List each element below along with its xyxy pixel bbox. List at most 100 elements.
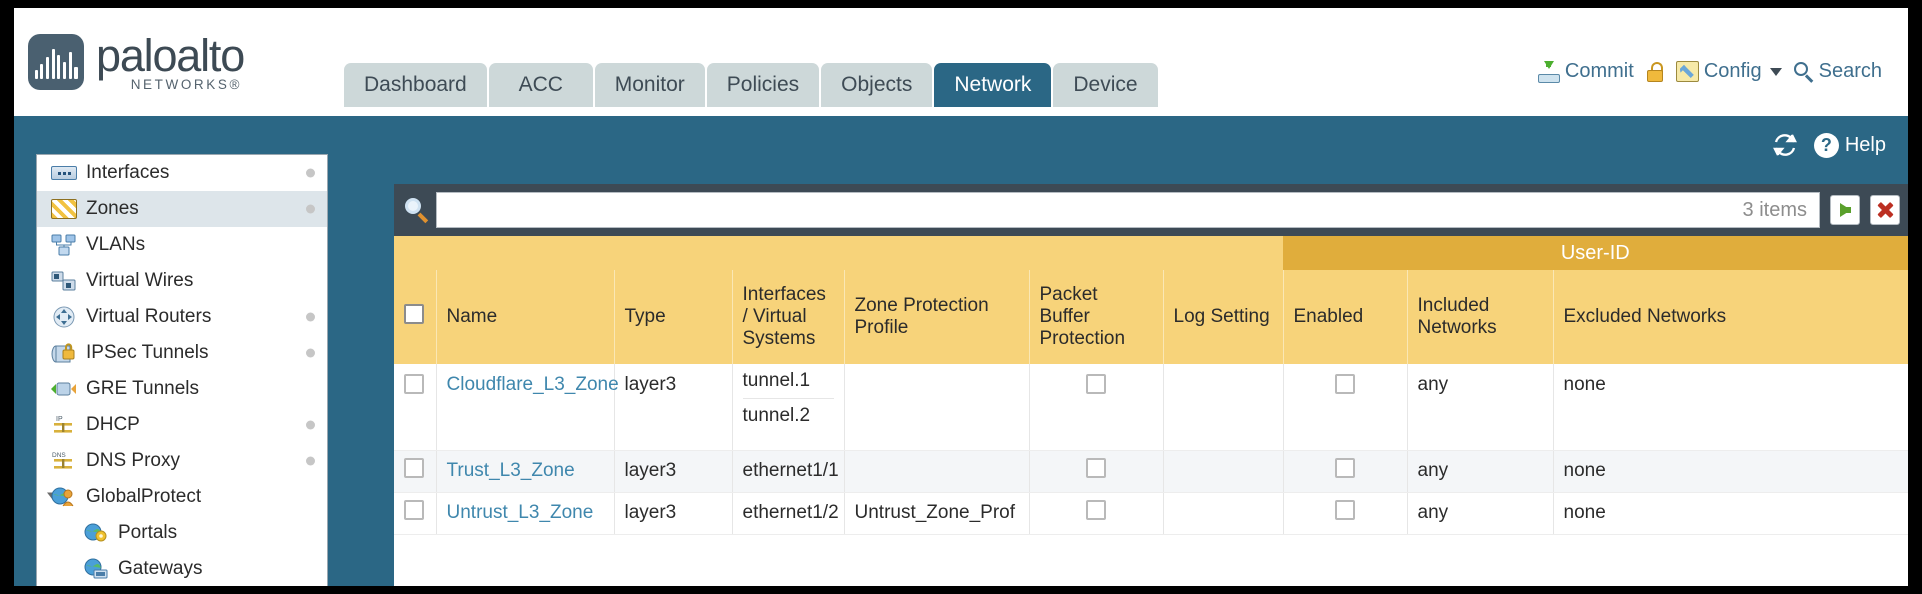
virtual-routers-icon: [51, 306, 77, 328]
cell-type: layer3: [614, 492, 733, 535]
tab-monitor[interactable]: Monitor: [594, 63, 705, 107]
column-header-included-networks[interactable]: Included Networks: [1407, 270, 1554, 364]
zone-name-link[interactable]: Cloudflare_L3_Zone: [446, 374, 619, 395]
sidebar-item-dns-proxy[interactable]: DNS DNS Proxy: [37, 443, 327, 479]
paloalto-logo-mark: [28, 34, 84, 90]
packet-buffer-protection-checkbox[interactable]: [1086, 458, 1106, 478]
search-input[interactable]: 3 items: [436, 192, 1820, 228]
svg-text:IP: IP: [56, 416, 63, 423]
brand-header-bar: paloalto NETWORKS® Dashboard ACC Monitor…: [14, 8, 1908, 116]
row-select-cell: [394, 450, 437, 493]
cell-included-networks: any: [1407, 450, 1554, 493]
tab-device[interactable]: Device: [1053, 63, 1158, 107]
packet-buffer-protection-checkbox[interactable]: [1086, 374, 1106, 394]
sidebar-item-virtual-wires[interactable]: Virtual Wires: [37, 263, 327, 299]
column-header-zone-protection-profile[interactable]: Zone Protection Profile: [844, 270, 1030, 364]
column-header-userid-enabled[interactable]: Enabled: [1283, 270, 1408, 364]
sidebar-status-dot: [306, 168, 315, 178]
select-all-checkbox[interactable]: [404, 304, 424, 324]
row-checkbox[interactable]: [404, 458, 424, 478]
table-row[interactable]: Cloudflare_L3_Zone layer3 tunnel.1 tunne…: [394, 364, 1908, 451]
cell-excluded-networks: none: [1553, 492, 1908, 535]
column-header-interfaces-virtual-systems[interactable]: Interfaces / Virtual Systems: [732, 270, 845, 364]
clear-filter-button[interactable]: [1870, 195, 1900, 225]
tab-network[interactable]: Network: [934, 63, 1052, 107]
row-checkbox[interactable]: [404, 500, 424, 520]
commit-button[interactable]: Commit: [1537, 60, 1634, 83]
item-count-label: 3 items: [1742, 198, 1807, 221]
help-icon: ?: [1813, 132, 1839, 158]
sidebar-item-virtual-routers[interactable]: Virtual Routers: [37, 299, 327, 335]
table-row[interactable]: Untrust_L3_Zone layer3 ethernet1/2 Untru…: [394, 492, 1908, 535]
cell-name: Trust_L3_Zone: [436, 450, 615, 493]
config-icon: [1675, 61, 1699, 82]
svg-text:DNS: DNS: [52, 452, 66, 459]
sidebar-item-label: Interfaces: [86, 162, 170, 183]
zones-icon: [51, 198, 77, 220]
tab-policies[interactable]: Policies: [706, 63, 820, 107]
search-icon[interactable]: [404, 197, 430, 224]
zone-name-link[interactable]: Trust_L3_Zone: [446, 460, 575, 481]
column-header-excluded-networks[interactable]: Excluded Networks: [1553, 270, 1908, 364]
zone-name-link[interactable]: Untrust_L3_Zone: [446, 502, 594, 523]
sidebar-item-label: VLANs: [86, 234, 146, 255]
top-right-actions: Commit Config Search: [1537, 60, 1882, 83]
cell-zone-protection-profile: [844, 450, 1030, 493]
cell-name: Cloudflare_L3_Zone: [436, 364, 619, 451]
column-header-type[interactable]: Type: [614, 270, 733, 364]
globalprotect-icon: [51, 486, 77, 508]
refresh-icon[interactable]: [1772, 132, 1798, 158]
paloalto-logo: paloalto NETWORKS®: [28, 20, 298, 104]
sidebar-status-dot: [306, 312, 315, 322]
cell-interfaces: ethernet1/2: [732, 492, 845, 535]
group-header-spacer: [394, 236, 1283, 270]
sidebar-item-label: Zones: [86, 198, 139, 219]
dhcp-icon: IP: [51, 414, 77, 436]
sidebar-item-label: GRE Tunnels: [86, 378, 199, 399]
tab-acc[interactable]: ACC: [488, 63, 593, 107]
sidebar-status-dot: [306, 204, 315, 214]
help-button[interactable]: ? Help: [1813, 132, 1886, 158]
tab-objects[interactable]: Objects: [821, 63, 933, 107]
sidebar-item-gre-tunnels[interactable]: GRE Tunnels: [37, 371, 327, 407]
sidebar-item-interfaces[interactable]: Interfaces: [37, 155, 327, 191]
main-navigation-tabs: Dashboard ACC Monitor Policies Objects N…: [344, 63, 1159, 107]
clear-filter-icon: [1876, 201, 1894, 219]
lock-icon[interactable]: [1646, 61, 1664, 82]
sidebar-item-gateways[interactable]: Gateways: [37, 551, 327, 586]
sidebar-item-globalprotect[interactable]: GlobalProtect: [37, 479, 327, 515]
sidebar-item-dhcp[interactable]: IP DHCP: [37, 407, 327, 443]
apply-filter-button[interactable]: [1830, 195, 1860, 225]
config-menu-button[interactable]: Config: [1675, 60, 1782, 83]
interfaces-icon: [51, 162, 77, 184]
sidebar-item-vlans[interactable]: VLANs: [37, 227, 327, 263]
search-icon: [1793, 61, 1814, 83]
search-button[interactable]: Search: [1793, 60, 1882, 83]
userid-enabled-checkbox[interactable]: [1335, 374, 1355, 394]
tab-dashboard[interactable]: Dashboard: [344, 63, 487, 107]
search-label: Search: [1818, 60, 1882, 82]
sidebar-item-portals[interactable]: Portals: [37, 515, 327, 551]
interface-entry: tunnel.2: [742, 398, 834, 433]
cell-zone-protection-profile: Untrust_Zone_Prof: [844, 492, 1030, 535]
userid-enabled-checkbox[interactable]: [1335, 500, 1355, 520]
cell-zone-protection-profile: [844, 364, 1030, 451]
column-header-packet-buffer-protection[interactable]: Packet Buffer Protection: [1029, 270, 1164, 364]
zones-content-panel: 3 items: [394, 184, 1908, 586]
sidebar-item-ipsec-tunnels[interactable]: IPSec Tunnels: [37, 335, 327, 371]
sidebar-item-zones[interactable]: Zones: [37, 191, 327, 227]
sub-header-actions: ? Help: [1772, 132, 1886, 158]
column-header-name[interactable]: Name: [436, 270, 615, 364]
group-header-row: User-ID: [394, 236, 1908, 270]
row-checkbox[interactable]: [404, 374, 424, 394]
sidebar-item-label: Virtual Routers: [86, 306, 212, 327]
cell-excluded-networks: none: [1553, 450, 1908, 493]
commit-label: Commit: [1564, 60, 1634, 82]
userid-enabled-checkbox[interactable]: [1335, 458, 1355, 478]
packet-buffer-protection-checkbox[interactable]: [1086, 500, 1106, 520]
table-row[interactable]: Trust_L3_Zone layer3 ethernet1/1 any: [394, 450, 1908, 493]
column-header-log-setting[interactable]: Log Setting: [1163, 270, 1284, 364]
sidebar-item-label: Portals: [118, 522, 178, 543]
cell-userid-enabled: [1283, 450, 1408, 493]
